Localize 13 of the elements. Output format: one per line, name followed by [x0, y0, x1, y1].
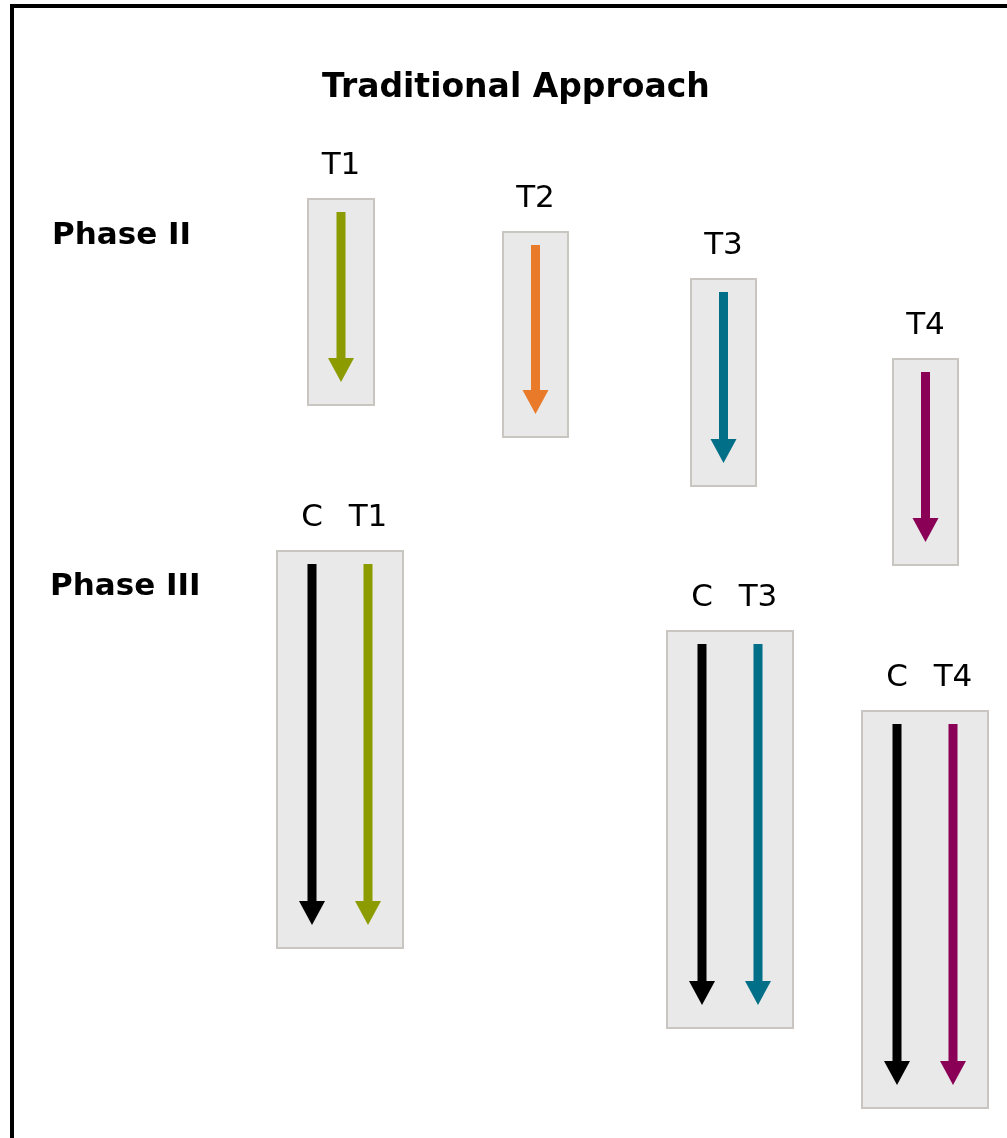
- box-heading: T1: [321, 145, 361, 181]
- box-heading: T3: [738, 577, 778, 613]
- box-heading: C: [301, 497, 323, 533]
- row-label: Phase III: [50, 566, 201, 602]
- title: Traditional Approach: [322, 66, 710, 105]
- box-heading: T4: [933, 657, 973, 693]
- box-heading: T4: [906, 305, 945, 341]
- box-heading: T2: [516, 178, 555, 214]
- box-heading: C: [691, 577, 713, 613]
- row-label: Phase II: [52, 215, 192, 251]
- box-heading: C: [886, 657, 908, 693]
- box-heading: T1: [348, 497, 388, 533]
- box-heading: T3: [704, 225, 743, 261]
